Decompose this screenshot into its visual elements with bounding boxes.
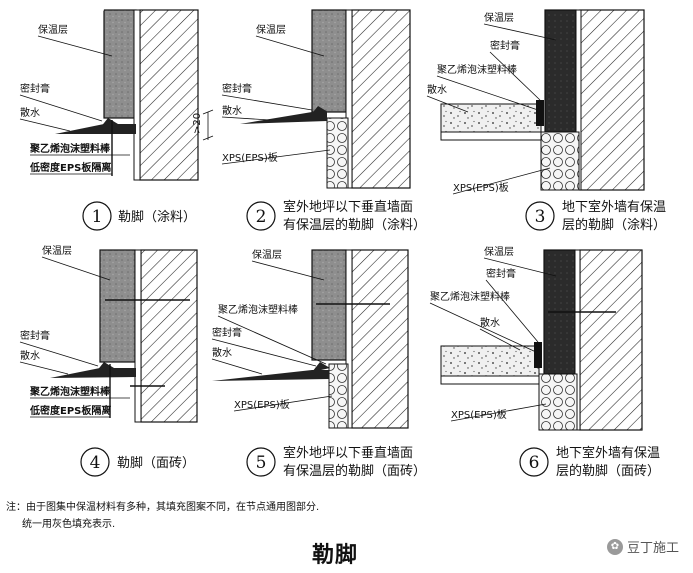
wall-hatch [351,249,409,429]
apron-slab [212,370,329,381]
panel-caption-line1: 地下室外墙有保温 [556,445,660,461]
panel-number: 3 [535,207,546,227]
panel-number: 5 [256,453,267,473]
wall-hatch [140,249,198,423]
apron-gravel [440,345,540,377]
label-insulation: 保温层 [252,248,282,261]
panel-number-circle [246,447,276,477]
panel-number-circle [519,447,549,477]
label-sealant: 密封膏 [490,39,520,52]
tile-layer [134,249,142,423]
xps-board [540,131,580,191]
panel-number-circle [246,201,276,231]
label-sealant: 密封膏 [20,329,50,342]
label-insulation: 保温层 [38,23,68,36]
label-apron: 散水 [212,346,232,359]
label-apron: 散水 [20,106,40,119]
xps-board [328,363,349,429]
page-title: 勒脚 [312,543,359,568]
panel-caption-line2: 有保温层的勒脚（涂料） [283,217,426,233]
label-pe-rod: 聚乙烯泡沫塑料棒 [218,303,298,316]
label-apron: 散水 [427,83,447,96]
panel-3: 保温层 密封膏 聚乙烯泡沫塑料棒 散水 XPS(EPS)板 3 地下室外墙有保温… [426,9,666,233]
sealant [100,118,118,128]
tile-layer [345,249,353,429]
panel-caption: 勒脚（面砖） [117,455,195,471]
label-sealant: 密封膏 [20,82,50,95]
panel-caption-line1: 室外地坪以下垂直墙面 [283,445,413,461]
panel-number: 1 [92,207,103,227]
wall-hatch [579,9,645,191]
label-insulation: 保温层 [484,11,514,24]
label-apron: 散水 [222,104,242,117]
wall-hatch [139,9,199,181]
panel-caption-line1: 室外地坪以下垂直墙面 [283,199,413,215]
panel-caption-line1: 地下室外墙有保温 [562,199,666,215]
label-sealant: 密封膏 [486,267,516,280]
insulation-layer [544,9,577,133]
wechat-icon: ✿ [606,538,623,555]
label-apron: 散水 [20,349,40,362]
dim-text: >20 [192,113,203,134]
panel-6: 保温层 密封膏 聚乙烯泡沫塑料棒 散水 XPS(EPS)板 6 地下室外墙有保温… [429,245,660,479]
apron-gravel [440,103,542,133]
finish-layer [345,9,353,189]
label-xps: XPS(EPS)板 [451,408,507,421]
insulation-layer [103,9,137,119]
sealant [312,362,330,372]
note-line-1: 注：由于图集中保温材料有多种，其填充图案不同，在节点通用图部分. [6,502,320,513]
note-line-2: 统一用灰色填充表示. [22,519,116,530]
panel-number-circle [525,201,555,231]
apron-slab [50,368,136,378]
apron-base [440,375,540,385]
panel-number-circle [80,447,110,477]
sealant [310,106,328,116]
apron-slab [55,124,136,134]
label-sealant: 密封膏 [222,82,252,95]
panel-number: 2 [256,207,267,227]
insulation-layer [311,249,347,361]
watermark: ✿ 豆丁施工 [606,537,679,556]
panel-caption-line2: 有保温层的勒脚（面砖） [283,463,426,479]
label-eps-isolation: 低密度EPS板隔离 [29,404,111,417]
panel-caption: 勒脚（涂料） [118,209,196,225]
label-insulation: 保温层 [484,245,514,258]
apron-slab [240,112,327,124]
xps-board [538,373,578,431]
label-pe-rod: 聚乙烯泡沫塑料棒 [29,385,111,398]
sealant [536,100,544,126]
wall-hatch [579,249,643,431]
sealant [534,342,542,368]
panel-4: 保温层 密封膏 散水 聚乙烯泡沫塑料棒 低密度EPS板隔离 4 勒脚（面砖） [19,244,198,477]
label-pe-rod: 聚乙烯泡沫塑料棒 [437,63,517,76]
panel-number: 4 [90,453,101,473]
label-pe-rod: 聚乙烯泡沫塑料棒 [430,290,510,303]
label-insulation: 保温层 [256,23,286,36]
label-xps: XPS(EPS)板 [453,181,509,194]
label-apron: 散水 [480,316,500,329]
panel-caption-line2: 层的勒脚（面砖） [556,463,660,479]
panel-number-circle [82,201,112,231]
label-eps-isolation: 低密度EPS板隔离 [29,161,111,174]
panel-5: 保温层 聚乙烯泡沫塑料棒 密封膏 散水 XPS(EPS)板 5 室外地坪以下垂直… [211,248,426,479]
label-pe-rod: 聚乙烯泡沫塑料棒 [29,142,111,155]
panel-caption-line2: 层的勒脚（涂料） [562,217,666,233]
label-xps: XPS(EPS)板 [234,398,290,411]
detail-drawings: 保温层 密封膏 散水 聚乙烯泡沫塑料棒 低密度EPS板隔离 1 勒脚（涂料） >… [19,9,666,479]
insulation-layer [311,9,347,113]
watermark-text: 豆丁施工 [626,541,679,556]
sealant [96,362,114,372]
insulation-layer [99,249,136,363]
panel-1: 保温层 密封膏 散水 聚乙烯泡沫塑料棒 低密度EPS板隔离 1 勒脚（涂料） [19,9,199,231]
label-xps: XPS(EPS)板 [222,151,278,164]
label-insulation: 保温层 [42,244,72,257]
finish-layer [133,9,141,181]
label-sealant: 密封膏 [212,326,242,339]
wall-hatch [351,9,411,189]
apron-base [440,131,542,141]
panel-2: >20 保温层 密封膏 散水 XPS(EPS)板 2 室外地坪以下垂直墙面 有保… [192,9,426,233]
xps-board [326,117,349,189]
panel-number: 6 [529,453,540,473]
